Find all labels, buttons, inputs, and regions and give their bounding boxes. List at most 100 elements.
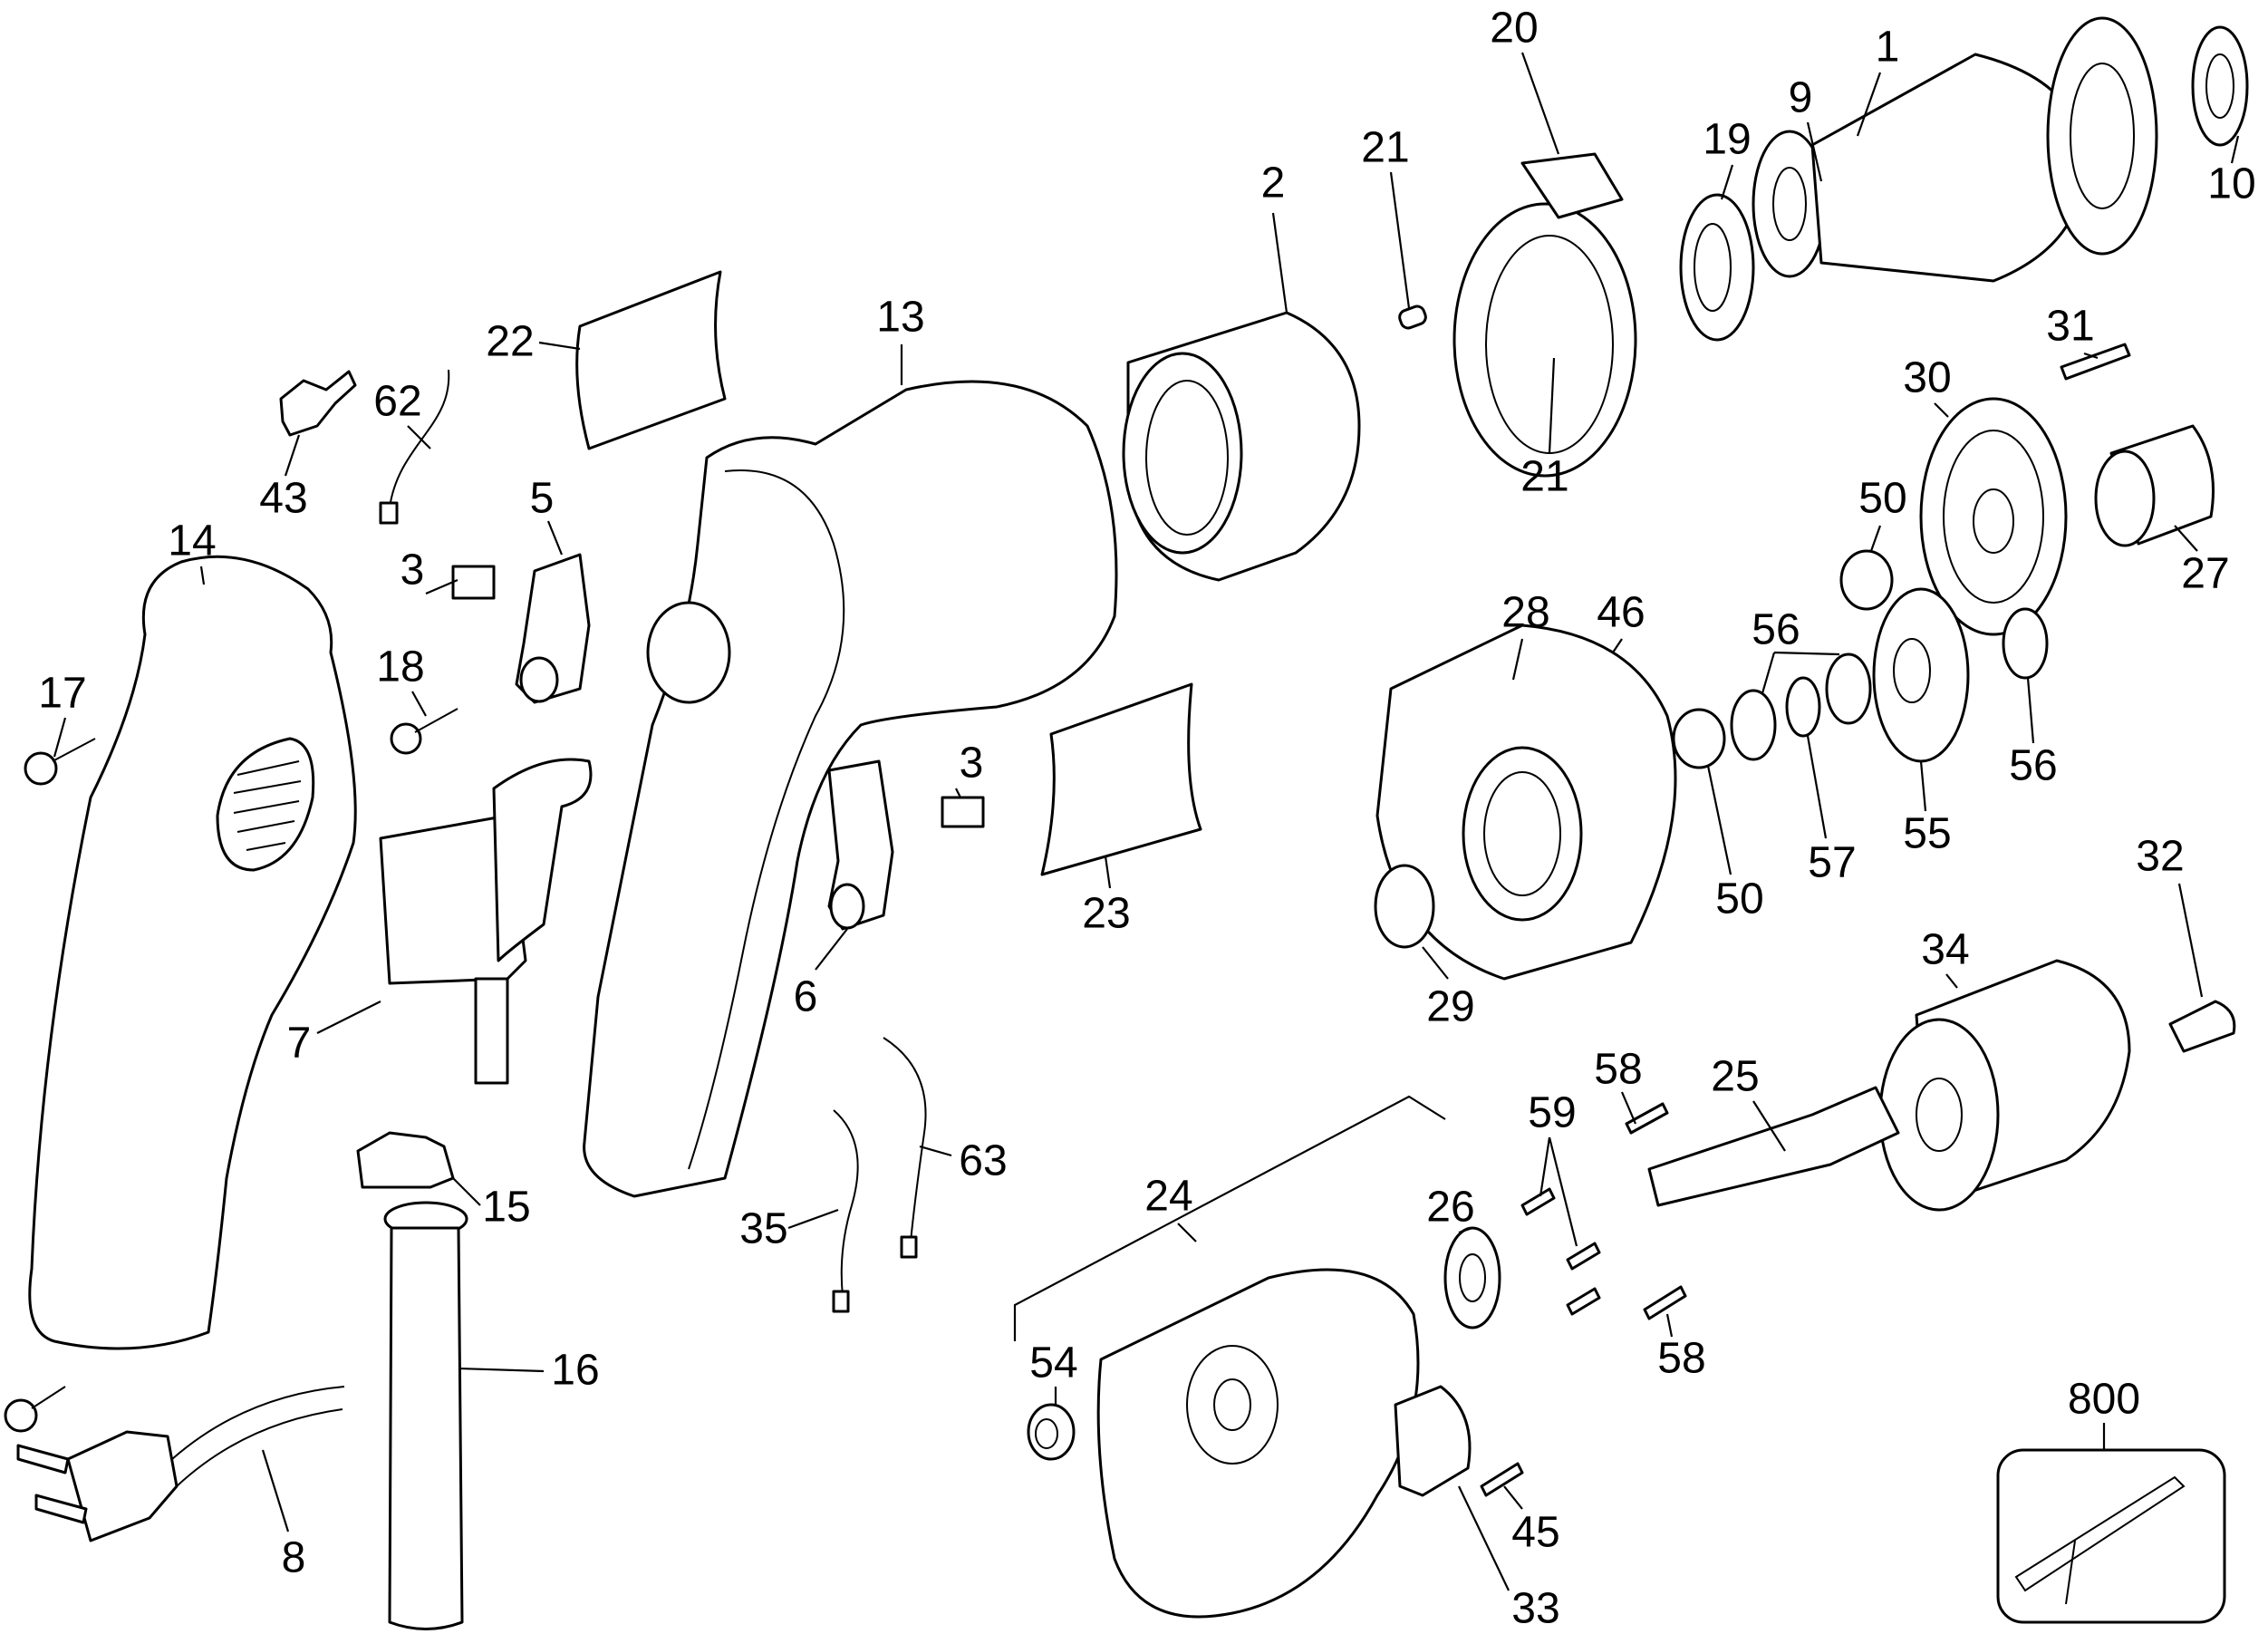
part-6-holder-tube: [829, 883, 865, 930]
leader-21a: [1389, 171, 1411, 309]
part-56-washer-c: [2002, 607, 2049, 680]
part-10-bearing: [2191, 25, 2249, 147]
part-2-field-stator: [1122, 311, 1361, 582]
callout-label-c18: 18: [376, 643, 424, 691]
callout-label-c3b: 3: [960, 740, 984, 788]
leader-31: [2083, 352, 2099, 360]
leader-19: [1720, 164, 1734, 200]
callout-label-c7: 7: [287, 1020, 312, 1068]
leader-17: [53, 717, 67, 758]
leader-18: [411, 691, 427, 717]
part-26-bearing: [1443, 1226, 1501, 1329]
part-55-gear: [1872, 587, 1970, 763]
part-25-spindle: [1647, 1086, 1900, 1207]
part-59-screw-c: [1566, 1287, 1601, 1316]
leader-57: [1806, 735, 1828, 839]
leader-45: [1503, 1485, 1523, 1510]
callout-label-c800: 800: [2068, 1376, 2140, 1424]
callout-label-c21a: 21: [1361, 124, 1409, 172]
part-43-clip: [279, 370, 357, 437]
part-50-bushing-upper: [1839, 549, 1894, 611]
part-1-armature: [1752, 16, 2158, 283]
leader-26: [1458, 1226, 1473, 1234]
leader-28: [1511, 638, 1524, 681]
part-56-washer-b: [1825, 653, 1872, 725]
part-14-vent-grille: [216, 737, 315, 872]
part-54-needle-bearing: [1027, 1403, 1076, 1461]
leader-23: [1104, 856, 1112, 889]
callout-label-c16: 16: [551, 1347, 599, 1395]
callout-label-c45: 45: [1511, 1509, 1559, 1557]
part-18-screw: [390, 708, 458, 755]
part-13-gear-wheel: [646, 601, 731, 704]
part-800-inset: [1996, 1448, 2226, 1624]
leader-43: [284, 434, 301, 477]
callout-label-c6: 6: [794, 973, 818, 1021]
leader-34: [1945, 973, 1958, 989]
callout-label-c3a: 3: [401, 546, 425, 595]
part-50-bushing-lower: [1672, 708, 1726, 769]
part-8-power-cord: [16, 1386, 345, 1542]
leader-15: [452, 1177, 481, 1206]
callout-label-c59: 59: [1528, 1089, 1576, 1137]
part-28-gear-plate: [1375, 624, 1677, 981]
callout-label-c17: 17: [38, 670, 86, 718]
callout-label-c43: 43: [259, 475, 307, 523]
leader-3a: [425, 578, 458, 595]
callout-label-c15: 15: [482, 1184, 530, 1232]
part-32-pin: [2168, 1000, 2236, 1053]
callout-label-c5: 5: [530, 475, 555, 523]
leader-32: [2177, 883, 2204, 998]
leader-55: [1919, 760, 1927, 812]
part-34-rotor: [1878, 959, 2131, 1212]
leader-14: [199, 566, 206, 585]
leader-56b: [2026, 677, 2035, 744]
leader-35: [787, 1208, 839, 1230]
callout-label-c24: 24: [1144, 1173, 1192, 1221]
part-21-pin-upper: [1398, 305, 1427, 330]
leader-3b: [955, 788, 961, 798]
leader-9: [1806, 121, 1823, 182]
leader-58a: [1620, 1091, 1637, 1125]
leader-8: [261, 1449, 290, 1532]
leader-46: [1612, 638, 1623, 653]
part-59-screw-b: [1566, 1242, 1601, 1271]
callout-label-c23: 23: [1082, 890, 1130, 938]
leader-50a: [1869, 525, 1882, 552]
callout-label-c20: 20: [1490, 5, 1538, 53]
callout-label-c46: 46: [1597, 589, 1645, 637]
callout-label-c58a: 58: [1594, 1046, 1642, 1094]
leader-16: [458, 1367, 545, 1373]
part-31-pin: [2060, 343, 2131, 381]
callout-label-c29: 29: [1426, 983, 1474, 1031]
leader-24-bracket: [1013, 1095, 1446, 1341]
part-16-cord-protector: [383, 1201, 468, 1630]
leader-33: [1458, 1485, 1510, 1591]
part-57-retainer: [1785, 676, 1821, 738]
callout-label-c28: 28: [1501, 589, 1549, 637]
callout-label-c22: 22: [486, 318, 534, 366]
leader-24: [1177, 1223, 1197, 1242]
parts-layer: [4, 16, 2249, 1630]
callout-label-c58b: 58: [1657, 1335, 1705, 1383]
part-33-cap: [1394, 1385, 1472, 1497]
part-13-motor-housing: [583, 380, 1118, 1198]
callout-label-c1: 1: [1876, 24, 1900, 72]
callout-label-c55: 55: [1903, 810, 1951, 858]
leader-20: [1520, 52, 1560, 155]
part-58-screw-lower: [1643, 1285, 1687, 1320]
part-3-brush-upper: [451, 565, 496, 600]
part-56-washer-a: [1730, 689, 1777, 761]
callout-label-c26: 26: [1426, 1184, 1474, 1232]
callout-labels: 1233567891013141516171819202121222324252…: [38, 5, 2255, 1633]
part-35-terminal: [832, 1290, 850, 1313]
leader-1: [1856, 72, 1882, 137]
callout-label-c13: 13: [876, 294, 924, 342]
part-20-brush-ring: [1452, 152, 1637, 478]
callout-label-c25: 25: [1711, 1053, 1759, 1101]
part-14-vent-slots: [233, 760, 302, 851]
callout-label-c62: 62: [373, 378, 421, 426]
leader-27: [2174, 525, 2198, 552]
part-lower-screw: [4, 1386, 66, 1433]
callout-label-c50b: 50: [1715, 875, 1763, 923]
